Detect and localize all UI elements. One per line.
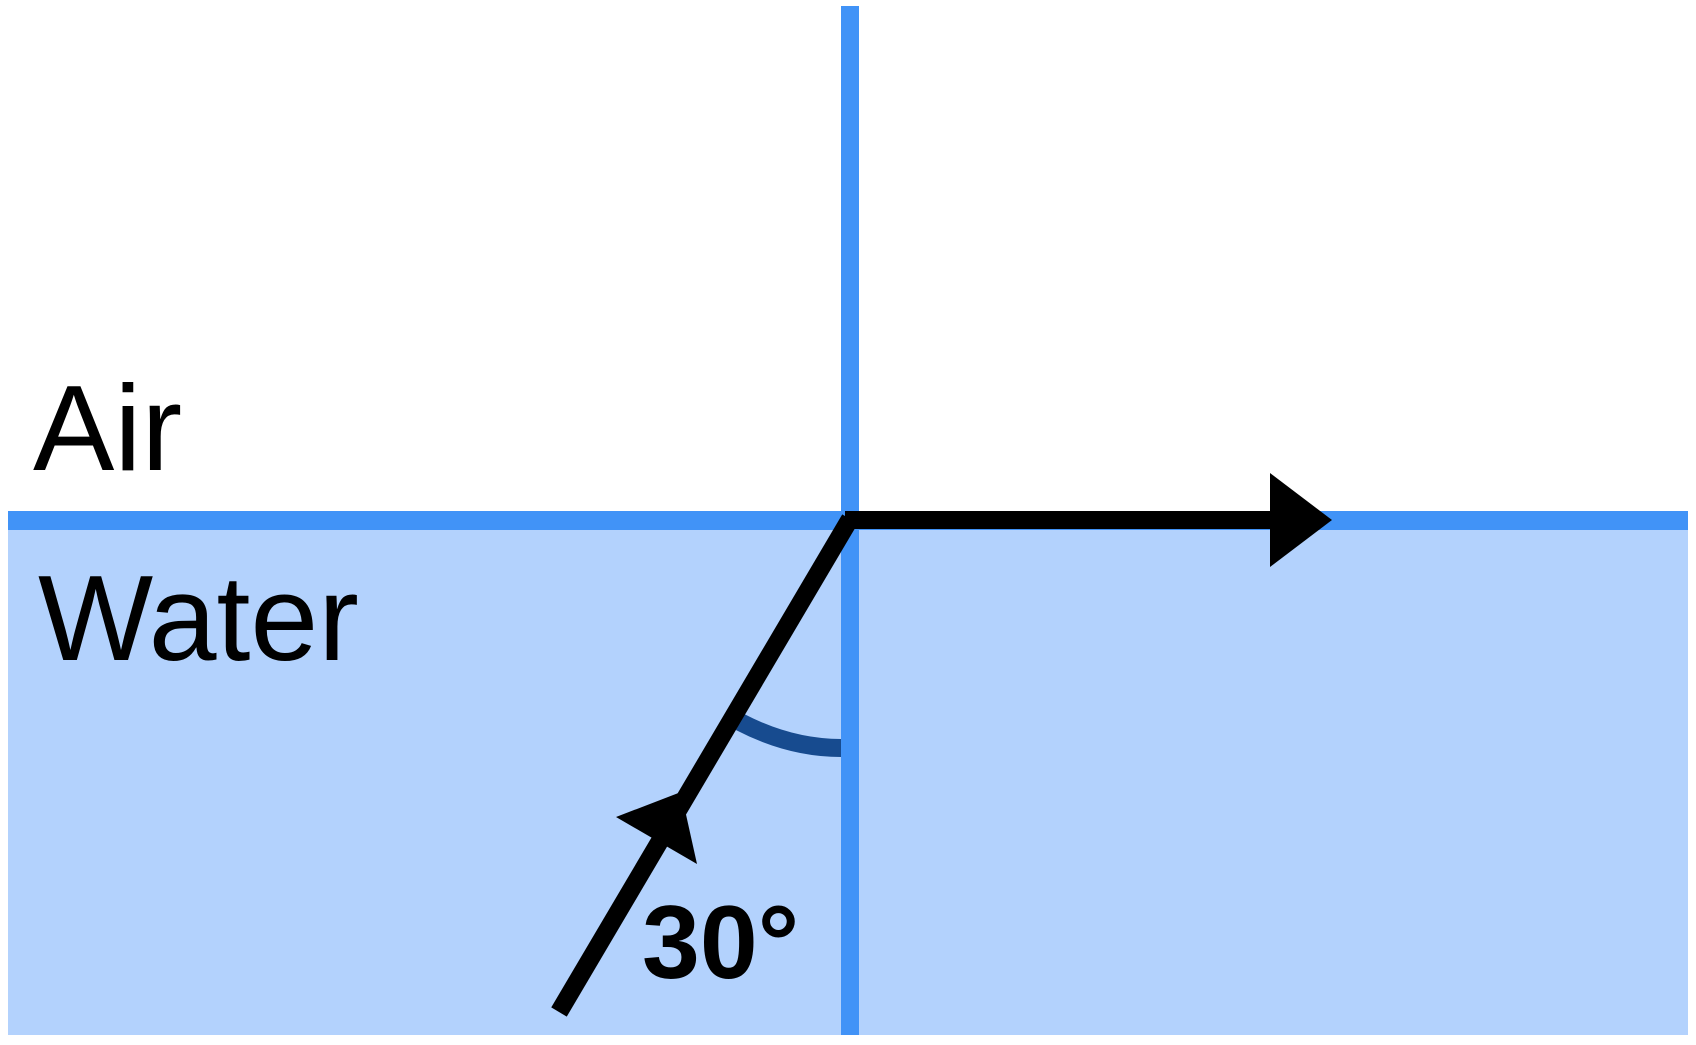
air-label: Air	[33, 360, 182, 496]
incident-ray	[551, 514, 858, 1017]
incident-arrowhead	[616, 792, 697, 864]
angle-label: 30°	[642, 885, 799, 1001]
angle-arc	[735, 713, 842, 757]
refracted-arrowhead	[1270, 473, 1332, 567]
water-label: Water	[38, 550, 359, 686]
